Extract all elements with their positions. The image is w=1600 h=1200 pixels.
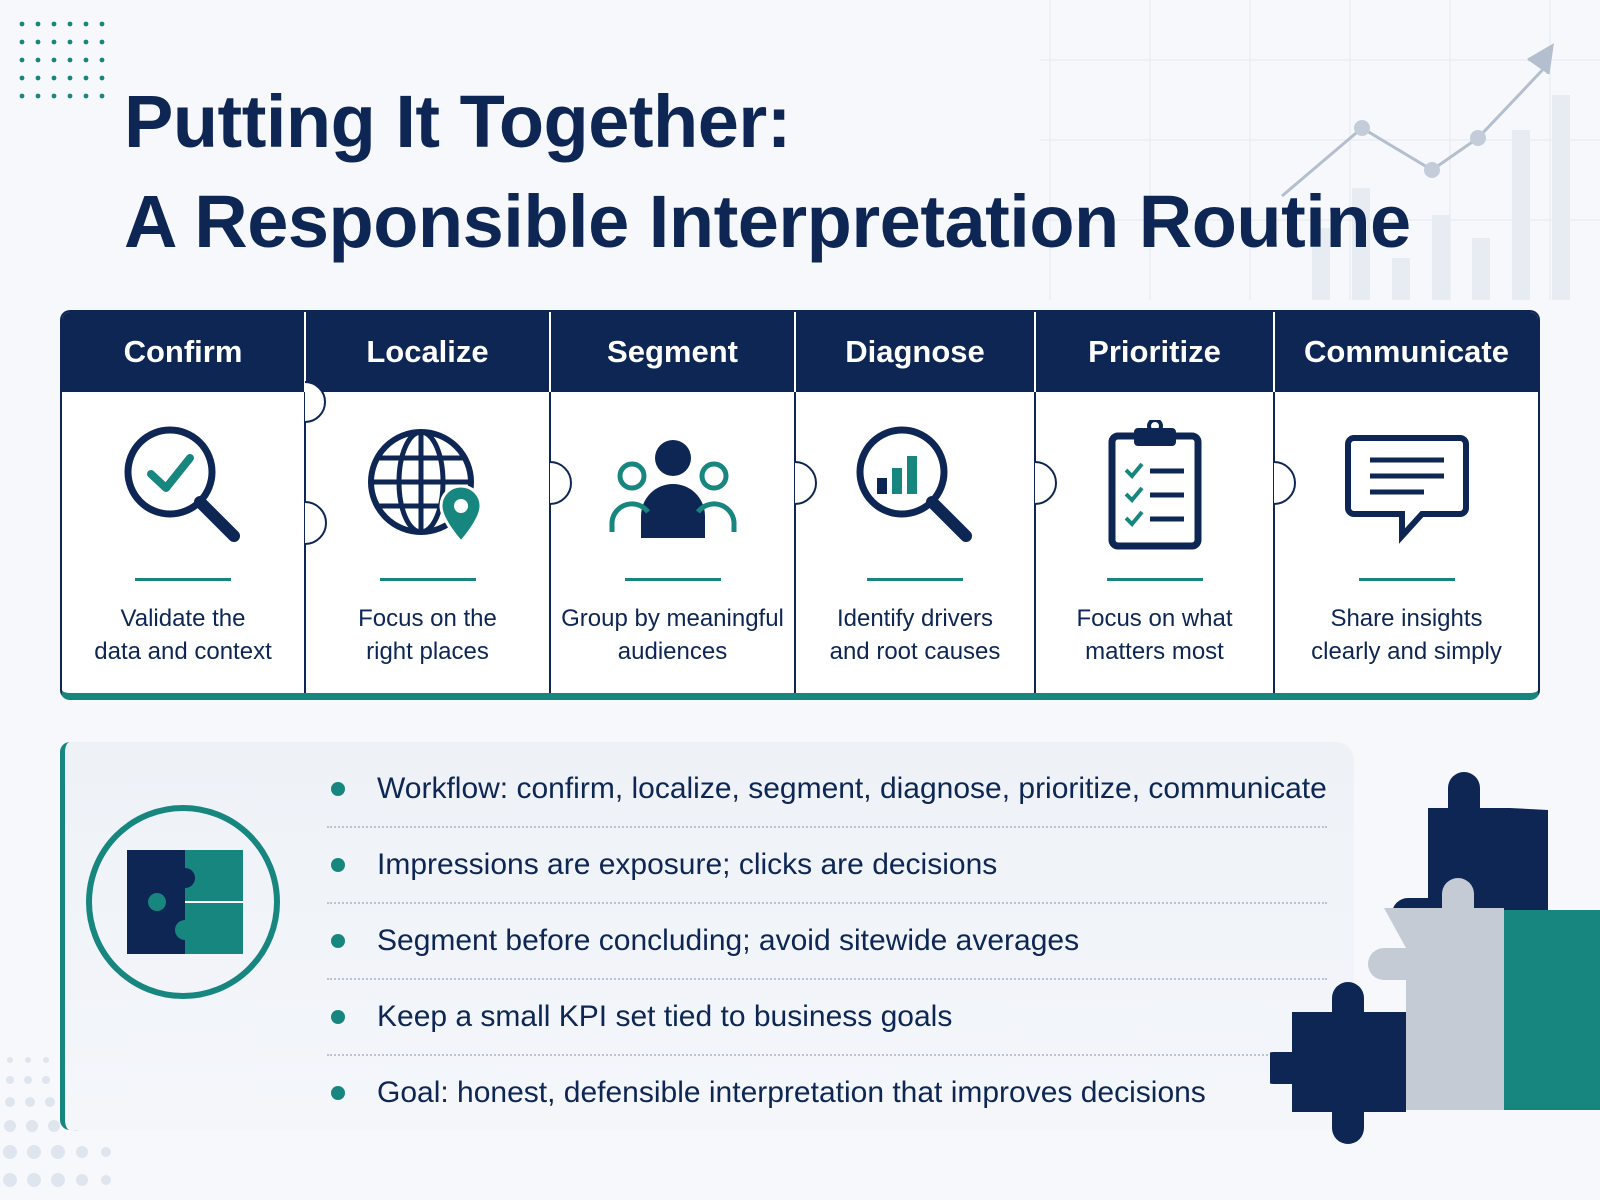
audience-group-icon [609, 440, 736, 538]
summary-point-text: Segment before concluding; avoid sitewid… [377, 924, 1080, 957]
summary-point-text: Workflow: confirm, localize, segment, di… [377, 772, 1327, 805]
step-segment-desc-line-2: audiences [617, 638, 728, 665]
step-segment-rule [624, 578, 721, 581]
step-confirm-title: Confirm [62, 312, 304, 392]
puzzle-cluster-decoration [1270, 772, 1600, 1144]
title-line-2: A Responsible Interpretation Routine [124, 180, 1411, 263]
summary-point-text: Keep a small KPI set tied to business go… [377, 1000, 953, 1033]
title-line-1: Putting It Together: [124, 80, 791, 163]
step-prioritize-title: Prioritize [1036, 312, 1273, 392]
dot-grid-bottom-left [3, 1057, 111, 1187]
step-segment-description: Group by meaningful audiences [559, 602, 786, 668]
faded-bar-chart-decoration [1312, 95, 1570, 300]
step-diagnose: Diagnose Identify drivers and root cause… [796, 312, 1034, 693]
bullet-icon [331, 782, 345, 796]
summary-point: Goal: honest, defensible interpretation … [327, 1056, 1327, 1130]
step-communicate-rule [1358, 578, 1455, 581]
summary-panel: Workflow: confirm, localize, segment, di… [60, 742, 1354, 1130]
step-diagnose-title: Diagnose [796, 312, 1034, 392]
puzzle-pieces-icon [86, 805, 280, 999]
bullet-icon [331, 1010, 345, 1024]
step-communicate-desc-line-1: Share insights [1330, 605, 1483, 632]
step-confirm-rule [135, 578, 231, 581]
magnifier-check-icon [124, 426, 240, 542]
trend-points [1354, 120, 1486, 178]
step-communicate-title: Communicate [1275, 312, 1538, 392]
step-segment: Segment Group by meaningful audiences [551, 312, 794, 693]
magnifier-chart-icon [856, 426, 972, 542]
step-segment-title: Segment [551, 312, 794, 392]
step-localize: Localize Focus on the right places [306, 312, 549, 693]
step-communicate-desc-line-2: clearly and simply [1311, 638, 1502, 665]
speech-bubble-icon [1344, 435, 1469, 544]
clipboard-checklist-icon [1108, 420, 1201, 550]
summary-point: Workflow: confirm, localize, segment, di… [327, 752, 1327, 828]
step-prioritize-desc-line-1: Focus on what [1076, 605, 1233, 632]
faint-grid-top-right [1040, 0, 1600, 300]
step-confirm-desc-line-2: data and context [94, 638, 272, 665]
step-diagnose-rule [867, 578, 963, 581]
step-localize-rule [379, 578, 476, 581]
bullet-icon [331, 858, 345, 872]
step-communicate-description: Share insights clearly and simply [1283, 602, 1530, 668]
step-divider [1034, 392, 1036, 693]
routine-steps-strip: Confirm Validate the data and context Lo… [60, 310, 1540, 700]
step-prioritize-description: Focus on what matters most [1044, 602, 1265, 668]
step-diagnose-desc-line-2: and root causes [829, 638, 1001, 665]
page-title: Putting It Together: A Responsible Inter… [124, 72, 1411, 272]
step-prioritize: Prioritize Focus on what matters most [1036, 312, 1273, 693]
step-localize-description: Focus on the right places [314, 602, 541, 668]
step-communicate: Communicate Share insights clearly and s… [1275, 312, 1538, 693]
step-divider [1273, 392, 1275, 693]
bullet-icon [331, 1086, 345, 1100]
step-divider [549, 392, 551, 693]
globe-pin-icon [367, 429, 483, 545]
step-confirm-desc-line-1: Validate the [120, 605, 246, 632]
summary-point: Segment before concluding; avoid sitewid… [327, 904, 1327, 980]
bullet-icon [331, 934, 345, 948]
summary-points-list: Workflow: confirm, localize, segment, di… [327, 752, 1327, 1130]
summary-point-text: Impressions are exposure; clicks are dec… [377, 848, 998, 881]
step-confirm-description: Validate the data and context [70, 602, 296, 668]
step-diagnose-desc-line-1: Identify drivers [836, 605, 994, 632]
step-localize-title: Localize [306, 312, 549, 392]
puzzle-tab-connectors [304, 381, 1296, 545]
summary-point: Impressions are exposure; clicks are dec… [327, 828, 1327, 904]
step-prioritize-rule [1106, 578, 1203, 581]
step-diagnose-description: Identify drivers and root causes [804, 602, 1026, 668]
summary-point-text: Goal: honest, defensible interpretation … [377, 1076, 1206, 1109]
step-localize-desc-line-2: right places [366, 638, 489, 665]
step-segment-desc-line-1: Group by meaningful [561, 605, 784, 632]
summary-point: Keep a small KPI set tied to business go… [327, 980, 1327, 1056]
step-localize-desc-line-1: Focus on the [358, 605, 497, 632]
step-divider [794, 392, 796, 693]
step-prioritize-desc-line-2: matters most [1085, 638, 1224, 665]
step-confirm: Confirm Validate the data and context [62, 312, 304, 693]
dot-grid-top-left [19, 21, 105, 99]
